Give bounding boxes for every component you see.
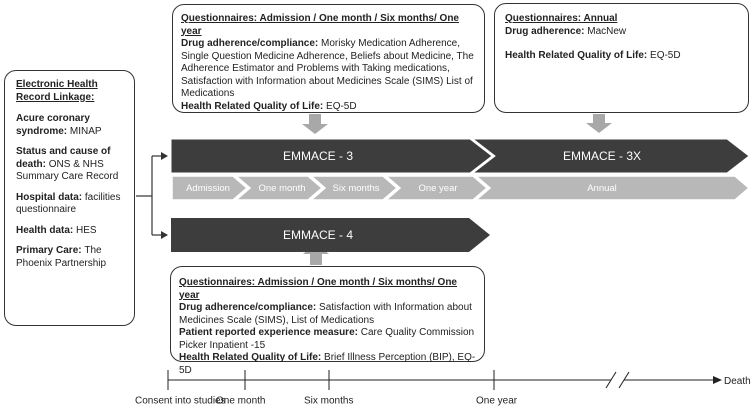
down-arrow-top (302, 114, 328, 134)
ehr-item-health: Health data: HES (16, 224, 97, 236)
phase-label-one-year: One year (418, 183, 457, 194)
ehr-linkage-title: Electronic Health Record Linkage: (16, 79, 98, 103)
ehr-item-primary-care: Primary Care: The Phoenix Partnership (16, 245, 107, 269)
ehr-item-hospital: Hospital data: facilities questionnaire (16, 191, 121, 216)
emmace-3x-label: EMMACE - 3X (563, 149, 641, 163)
timeline-tick-one-year: One year (476, 395, 518, 407)
annual-box-adherence: Drug adherence: MacNew (505, 25, 627, 37)
ehr-linkage-box: Electronic Health Record Linkage: Acure … (4, 70, 135, 326)
phase-one-month (233, 175, 324, 201)
emmace-4-label: EMMACE - 4 (283, 228, 353, 242)
phase-label-annual: Annual (587, 183, 617, 194)
emmace-4-arrow (171, 218, 490, 252)
phase-admission (171, 175, 249, 201)
top-questionnaire-box: Questionnaires: Admission / One month / … (172, 4, 485, 113)
top-box-qol: Health Related Quality of Life: EQ-5D (181, 100, 357, 112)
bracket-connector (136, 155, 163, 236)
top-box-title: Questionnaires: Admission / One month / … (181, 13, 459, 37)
phase-label-six-months: Six months (333, 183, 380, 194)
timeline-arrowhead (713, 376, 722, 384)
timeline-axis (167, 370, 714, 390)
timeline-end-label: Death (724, 376, 751, 387)
ehr-item-acs: Acure coronary syndrome: MINAP (16, 113, 102, 137)
bracket-arrowhead-bottom (161, 231, 168, 239)
phase-label-admission: Admission (186, 183, 230, 194)
phase-six-months (308, 175, 399, 201)
annual-box-title: Questionnaires: Annual (505, 13, 618, 24)
bottom-box-prem: Patient reported experience measure: Car… (179, 327, 475, 351)
annual-questionnaire-box: Questionnaires: Annual Drug adherence: M… (494, 3, 749, 113)
ehr-item-death: Status and cause of death: ONS & NHS Sum… (16, 146, 119, 182)
timeline-tick-consent: Consent into studies (135, 395, 226, 407)
phase-annual (473, 175, 751, 201)
top-box-adherence: Drug adherence/compliance: Morisky Medic… (181, 38, 474, 99)
bottom-box-qol: Health Related Quality of Life: Brief Il… (179, 352, 476, 376)
phase-label-one-month: One month (259, 183, 306, 194)
down-arrow-annual (586, 114, 612, 133)
bottom-box-title: Questionnaires: Admission / One month / … (179, 277, 457, 301)
emmace-3x-arrow (471, 138, 750, 174)
phase-one-year (383, 175, 489, 201)
annual-box-qol: Health Related Quality of Life: EQ-5D (505, 50, 681, 61)
bottom-box-adherence: Drug adherence/compliance: Satisfaction … (179, 302, 472, 326)
emmace-3-arrow (170, 138, 493, 174)
bracket-arrowhead-top (161, 152, 168, 160)
emmace-3-label: EMMACE - 3 (283, 149, 353, 163)
timeline-tick-six-months: Six months (304, 395, 354, 407)
timeline-tick-one-month: One month (216, 395, 266, 407)
bottom-questionnaire-box: Questionnaires: Admission / One month / … (170, 266, 485, 376)
